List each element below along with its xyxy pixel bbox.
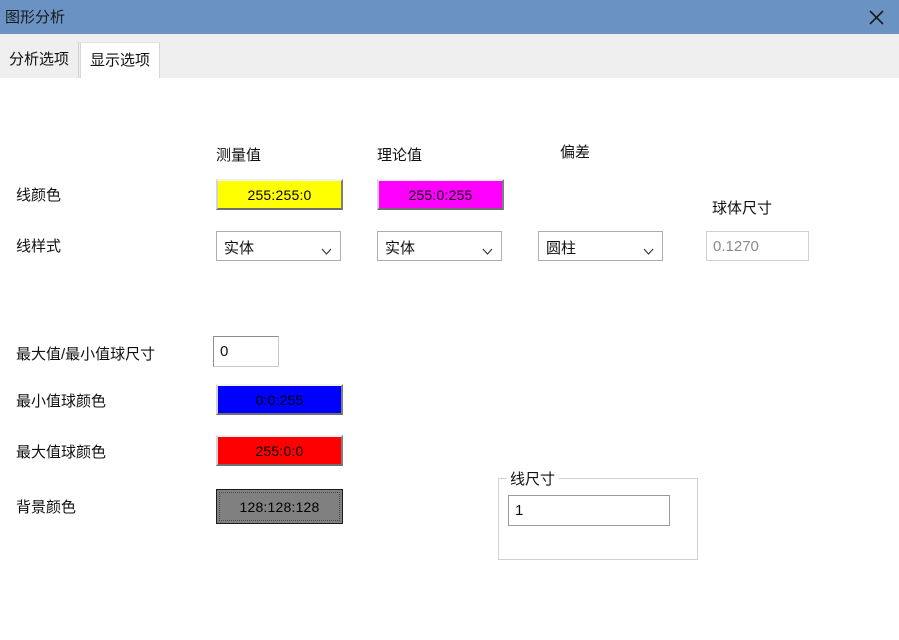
tab-strip: 分析选项 显示选项 bbox=[0, 34, 899, 78]
background-color-value: 128:128:128 bbox=[239, 498, 320, 515]
line-color-theoretical-button[interactable]: 255:0:255 bbox=[377, 179, 504, 210]
background-color-button[interactable]: 128:128:128 bbox=[216, 489, 343, 524]
chevron-down-icon bbox=[321, 242, 332, 255]
column-header-deviation: 偏差 bbox=[560, 144, 591, 161]
line-style-theoretical-combo[interactable]: 实体 bbox=[377, 231, 502, 261]
min-sphere-color-button[interactable]: 0:0:255 bbox=[216, 384, 343, 415]
display-options-pane: 测量值 理论值 偏差 线颜色 255:255:0 255:0:255 球体尺寸 … bbox=[0, 78, 899, 640]
line-style-deviation-combo[interactable]: 圆柱 bbox=[538, 231, 663, 261]
column-header-measured: 测量值 bbox=[216, 147, 262, 164]
max-sphere-color-label: 最大值球颜色 bbox=[16, 444, 107, 461]
chevron-down-icon bbox=[643, 242, 654, 255]
line-style-measured-combo[interactable]: 实体 bbox=[216, 231, 341, 261]
tab-display-options[interactable]: 显示选项 bbox=[80, 42, 161, 78]
line-style-label: 线样式 bbox=[16, 238, 62, 255]
line-size-input[interactable]: 1 bbox=[508, 495, 670, 526]
background-color-label: 背景颜色 bbox=[16, 499, 77, 516]
line-color-label: 线颜色 bbox=[16, 187, 62, 204]
sphere-size-input[interactable]: 0.1270 bbox=[706, 231, 809, 261]
min-sphere-color-value: 0:0:255 bbox=[255, 391, 304, 408]
window-title: 图形分析 bbox=[5, 9, 66, 26]
max-sphere-color-button[interactable]: 255:0:0 bbox=[216, 435, 343, 466]
close-icon[interactable] bbox=[853, 0, 899, 34]
minmax-sphere-size-label: 最大值/最小值球尺寸 bbox=[16, 346, 156, 363]
line-style-measured-value: 实体 bbox=[224, 240, 255, 257]
max-sphere-color-value: 255:0:0 bbox=[255, 442, 304, 459]
tab-analysis-options[interactable]: 分析选项 bbox=[0, 42, 80, 78]
column-header-theoretical: 理论值 bbox=[377, 147, 423, 164]
line-color-measured-button[interactable]: 255:255:0 bbox=[216, 179, 343, 210]
minmax-sphere-size-input[interactable]: 0 bbox=[213, 336, 279, 367]
line-style-theoretical-value: 实体 bbox=[385, 240, 416, 257]
line-color-measured-value: 255:255:0 bbox=[247, 186, 312, 203]
min-sphere-color-label: 最小值球颜色 bbox=[16, 393, 107, 410]
sphere-size-label: 球体尺寸 bbox=[712, 200, 773, 217]
line-size-group-legend: 线尺寸 bbox=[507, 468, 560, 489]
line-style-deviation-value: 圆柱 bbox=[546, 240, 577, 257]
title-bar: 图形分析 bbox=[0, 0, 899, 34]
line-size-groupbox: 线尺寸 1 bbox=[498, 468, 698, 560]
line-color-theoretical-value: 255:0:255 bbox=[408, 186, 473, 203]
chevron-down-icon bbox=[482, 242, 493, 255]
